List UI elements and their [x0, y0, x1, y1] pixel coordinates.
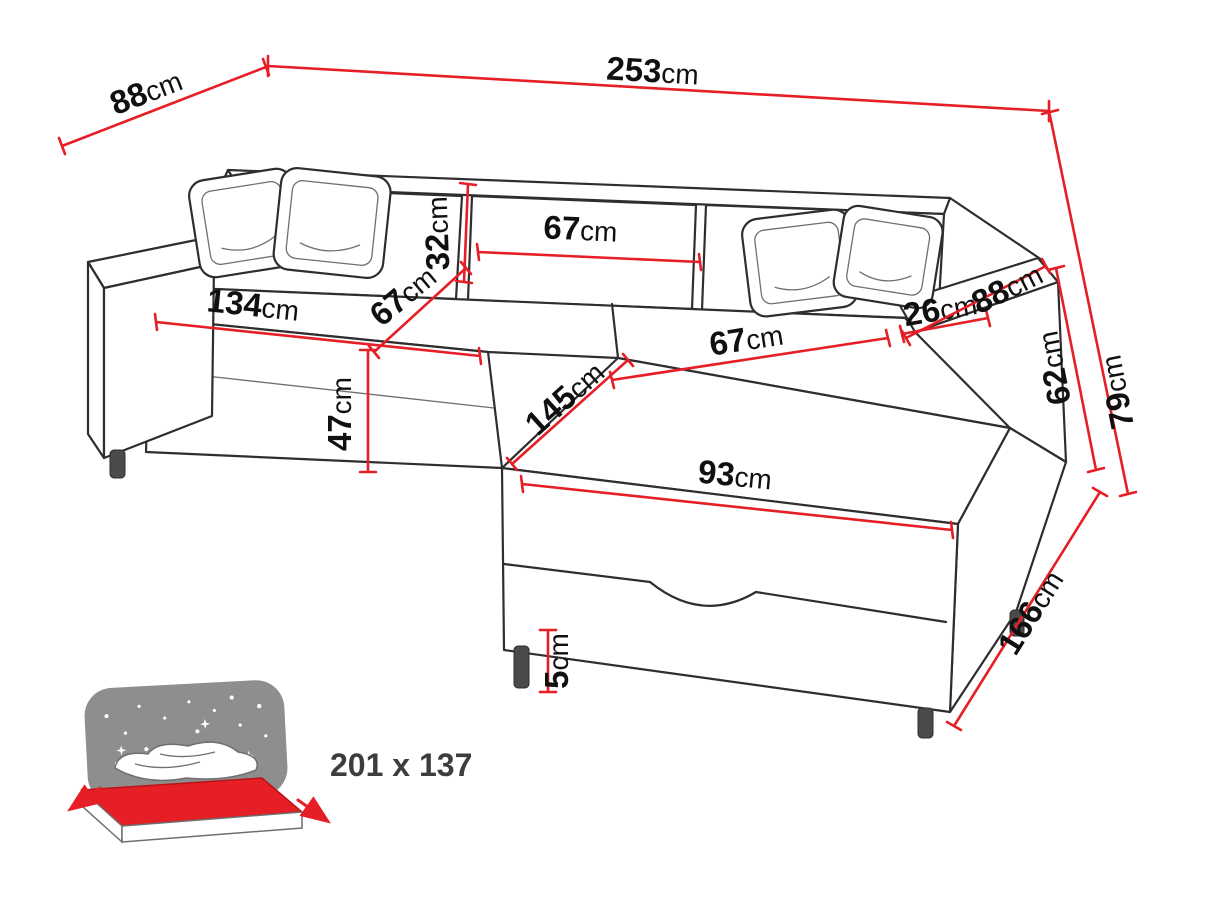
dim-backrest-cushion-height-label: 32cm — [417, 196, 457, 271]
pillow-piping — [285, 180, 379, 266]
sparkle-icon — [200, 718, 211, 729]
dim-back-depth: 88cm — [57, 57, 271, 156]
sofa-outline — [86, 167, 1068, 739]
left-armrest — [86, 238, 216, 460]
dimension-line — [367, 260, 473, 360]
dim-armrest-height: 62cm — [1027, 264, 1106, 474]
dimension-line — [1040, 108, 1138, 498]
pillow-fold — [774, 275, 831, 291]
pillow-outline — [832, 204, 944, 310]
dimension-lines: 253cm 88cm 79cm 62cm 166cm 32cm 67cm — [57, 49, 1141, 732]
dim-leg-height-label: 5cm — [538, 633, 575, 689]
dimension-line — [1046, 264, 1106, 474]
dimension-line — [153, 312, 483, 366]
dim-seat-front-width: 134cm — [153, 281, 483, 366]
star — [187, 700, 191, 704]
dim-back-seat-depth-label: 67cm — [543, 208, 619, 248]
dim-armrest-height-label: 62cm — [1027, 328, 1077, 408]
star — [257, 703, 262, 709]
dimension-line — [900, 257, 1052, 347]
pillow-outline — [272, 167, 392, 279]
pillows — [188, 167, 944, 318]
star — [212, 708, 216, 713]
dim-seat-height-label: 47cm — [321, 377, 358, 451]
star — [137, 704, 141, 709]
dimension-line — [538, 628, 558, 694]
mattress-side-front — [121, 811, 303, 843]
chaise — [500, 356, 1068, 714]
sparkle-icon — [116, 745, 127, 756]
sofa-leg — [917, 707, 934, 739]
dimension-line — [358, 348, 378, 474]
seat-division-seam — [610, 302, 620, 360]
pillow-fold — [299, 242, 361, 252]
star — [144, 747, 149, 752]
sleeping-function-icon: 201 x 137 — [67, 680, 472, 844]
dim-right-seat-depth: 67cm — [608, 315, 892, 390]
pillow — [272, 167, 392, 279]
sofa-leg — [513, 645, 530, 689]
pillow — [832, 204, 944, 310]
drawer-handle-icon — [648, 580, 758, 607]
pillow-fold — [221, 234, 277, 251]
star — [123, 731, 128, 735]
star — [163, 716, 167, 720]
chaise-front-face — [500, 466, 960, 714]
dim-chaise-width-label: 93cm — [696, 453, 773, 497]
dimension-line — [945, 486, 1109, 732]
dimension-line — [519, 474, 955, 540]
dim-total-height: 79cm — [1040, 108, 1141, 498]
arrow-icon — [296, 796, 331, 824]
star — [104, 714, 109, 719]
drawer-seam — [502, 562, 948, 624]
dim-right-seat-depth-label: 67cm — [707, 315, 786, 363]
blanket-icon — [114, 741, 258, 782]
dim-seat-height: 47cm — [321, 348, 378, 474]
left-armrest-side — [86, 260, 106, 460]
mattress-icon — [67, 741, 331, 844]
dim-leg-height: 5cm — [538, 628, 575, 694]
backrest-right-edge — [948, 196, 1044, 262]
dim-total-width-label: 253cm — [605, 49, 699, 91]
star — [238, 723, 242, 727]
star — [229, 695, 234, 700]
dim-back-seat-depth: 67cm — [475, 208, 703, 272]
dim-total-width: 253cm — [266, 49, 1051, 123]
left-armrest-front — [102, 262, 216, 460]
dim-total-height-label: 79cm — [1090, 352, 1140, 432]
pillow-fold — [859, 271, 912, 282]
star — [195, 729, 200, 734]
pillow-piping — [846, 218, 931, 296]
dim-armrest-width: 26cm — [898, 284, 992, 344]
dim-chaise-width: 93cm — [519, 453, 955, 540]
dimension-line — [57, 57, 271, 156]
arrow-icon — [67, 784, 102, 812]
star — [264, 734, 268, 738]
dimension-line — [475, 242, 703, 272]
sofa-leg — [109, 449, 126, 479]
dim-armrest-width-label: 26cm — [900, 284, 979, 333]
dim-seat-front-width-label: 134cm — [205, 281, 301, 327]
blanket-folds — [134, 751, 216, 769]
sleeping-area-size: 201 x 137 — [330, 747, 472, 783]
dimension-line — [505, 352, 635, 472]
